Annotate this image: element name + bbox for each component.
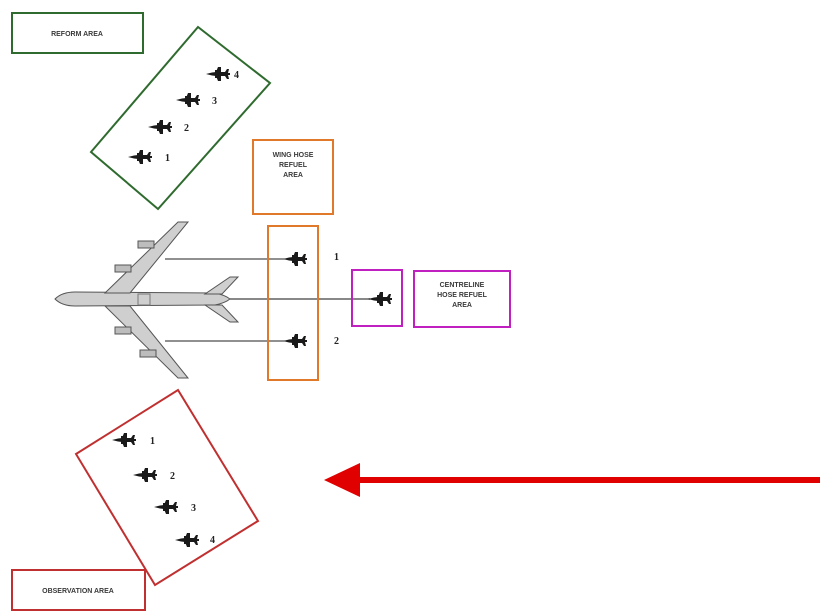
reform-number: 2 (184, 123, 189, 134)
observation-area-label: OBSERVATION AREA (42, 588, 114, 595)
wing-number: 2 (334, 336, 339, 347)
jet-icon (368, 292, 392, 306)
observation-number: 2 (170, 471, 175, 482)
jet-icon (283, 252, 307, 266)
jet-icon (175, 533, 199, 547)
reform-area-label: REFORM AREA (51, 31, 103, 38)
tanker-aircraft-icon (54, 221, 240, 379)
jet-icon (112, 433, 136, 447)
jet-icon (206, 67, 230, 81)
observation-number: 4 (210, 535, 215, 546)
jet-icon (154, 500, 178, 514)
centreline-label-box: CENTRELINE HOSE REFUEL AREA (413, 270, 511, 328)
observation-number: 3 (191, 503, 196, 514)
reform-number: 3 (212, 96, 217, 107)
jet-icon (148, 120, 172, 134)
jet-icon (128, 150, 152, 164)
centreline-zone (351, 269, 403, 327)
centreline-label-line: HOSE REFUEL (437, 292, 488, 299)
jet-icon (133, 468, 157, 482)
wing-number: 1 (334, 252, 339, 263)
wing-hose-label-line: REFUEL (279, 162, 308, 169)
wing-hose-label-line: AREA (283, 172, 303, 179)
jet-icon (283, 334, 307, 348)
wing-hose-zone: 1 2 (267, 225, 339, 381)
reform-number: 4 (234, 70, 239, 81)
centreline-label-line: CENTRELINE (440, 282, 485, 289)
wing-hose-label-box: WING HOSE REFUEL AREA (252, 139, 334, 215)
reform-area-zone: 1 2 3 4 (89, 25, 272, 211)
centreline-label-line: AREA (452, 302, 472, 309)
observation-area-zone: 1 2 3 4 (74, 388, 260, 587)
wing-hose-label-line: WING HOSE (273, 152, 314, 159)
reform-number: 1 (165, 153, 170, 164)
reform-area-label-box: REFORM AREA (11, 12, 144, 54)
jet-icon (176, 93, 200, 107)
observation-number: 1 (150, 436, 155, 447)
direction-arrow-icon (324, 463, 820, 497)
observation-area-label-box: OBSERVATION AREA (11, 569, 146, 611)
